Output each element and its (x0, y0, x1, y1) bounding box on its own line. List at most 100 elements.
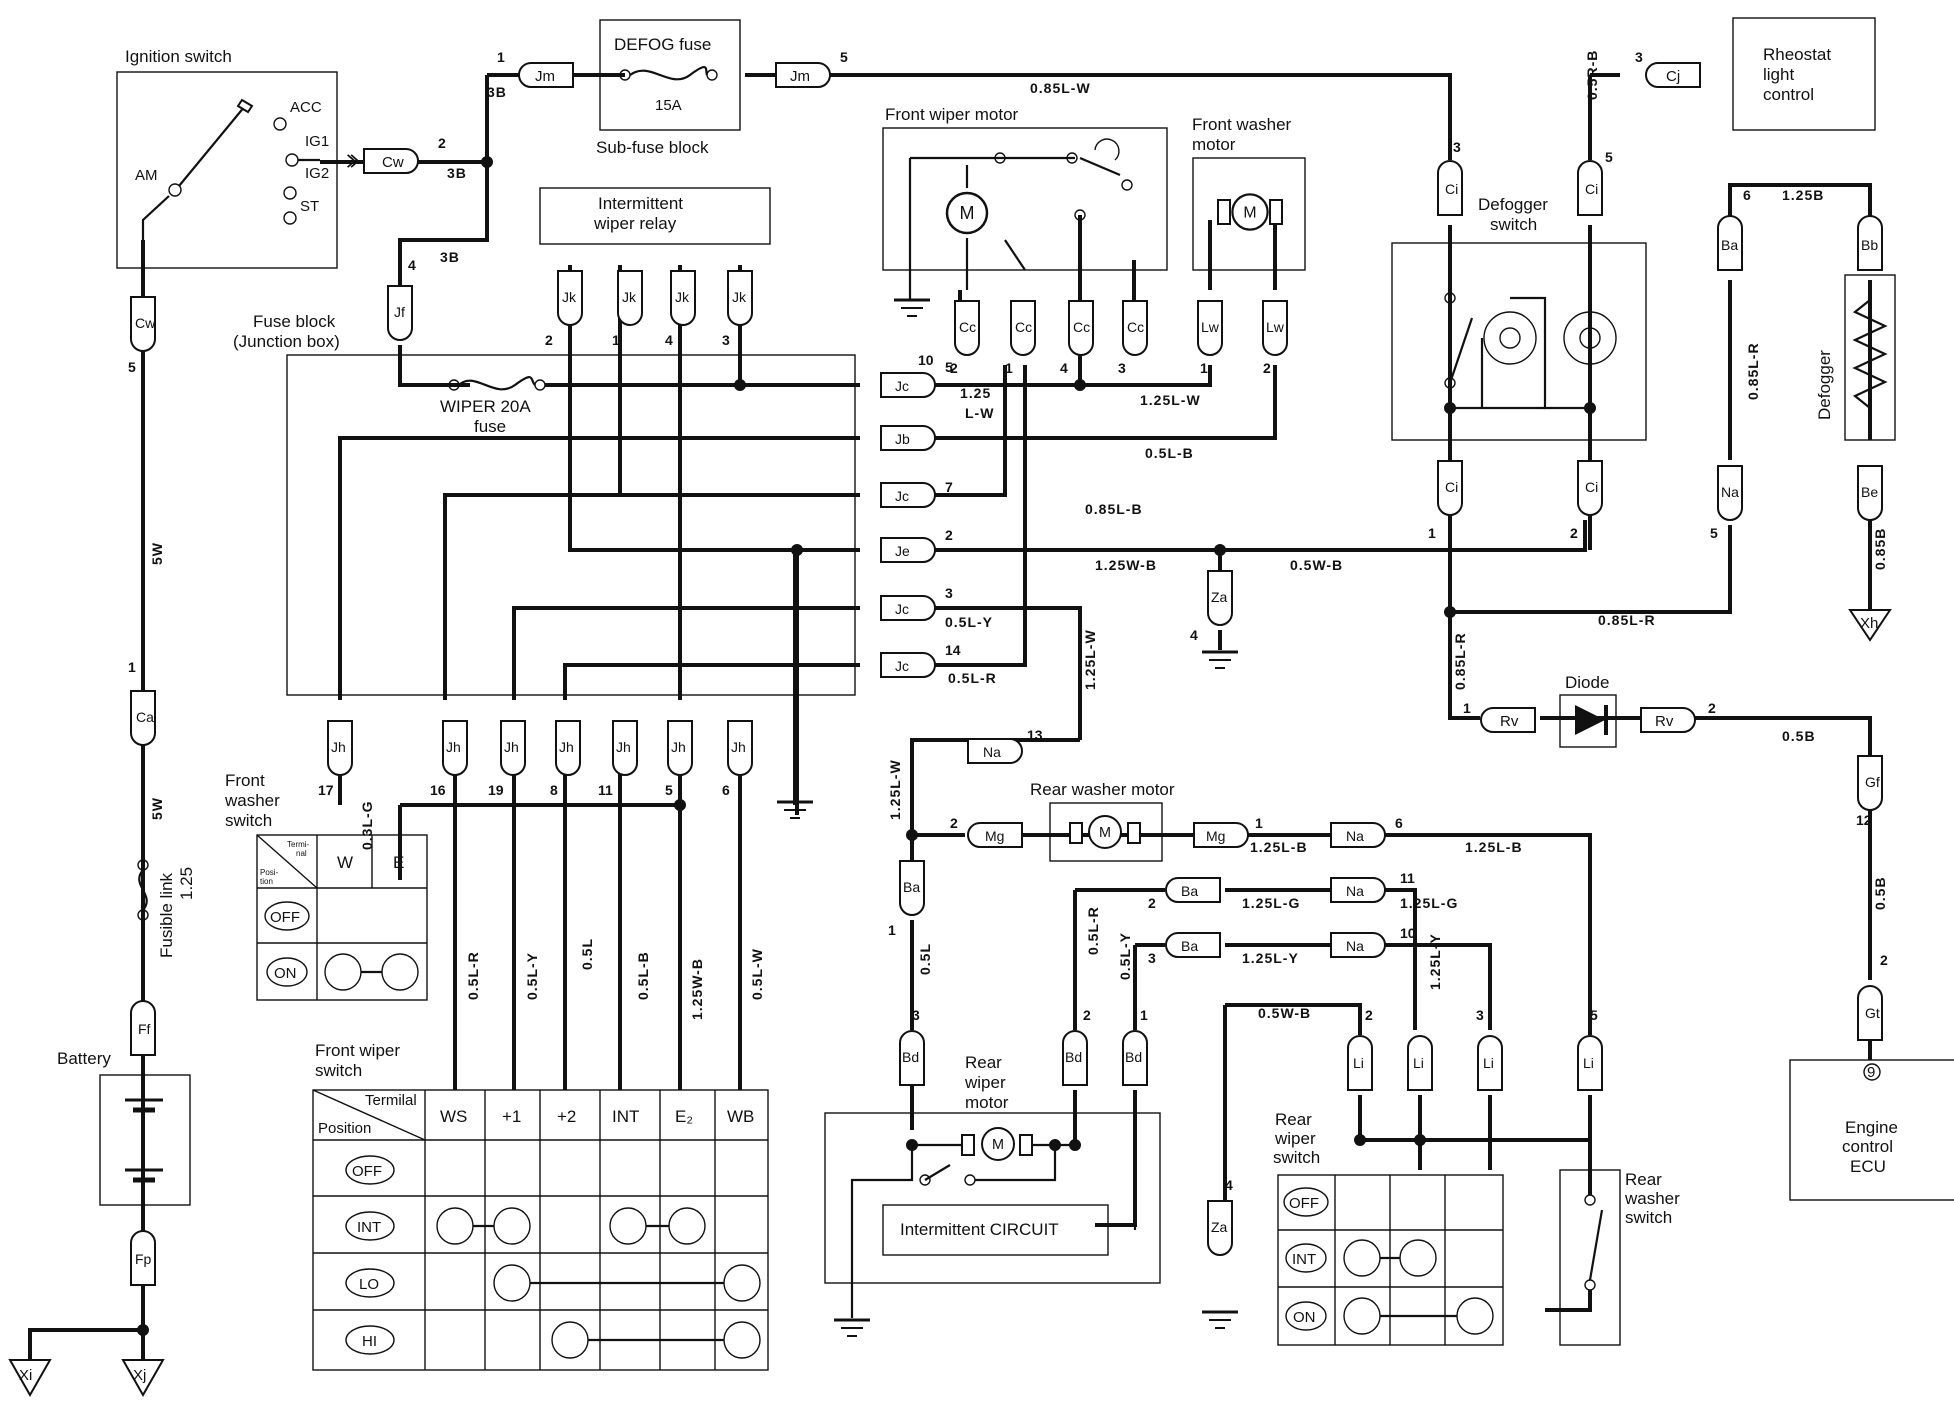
terminal-st: ST (300, 198, 319, 215)
svg-text:Cj: Cj (1666, 68, 1680, 85)
connector-jm-left: Jm (518, 62, 574, 88)
svg-text:Jb: Jb (895, 431, 910, 447)
svg-text:5: 5 (1590, 1007, 1598, 1023)
svg-text:Front: Front (225, 771, 265, 790)
svg-text:3: 3 (912, 1007, 920, 1023)
svg-text:Jk: Jk (675, 289, 690, 305)
svg-text:14: 14 (945, 642, 961, 658)
svg-text:Cw: Cw (382, 154, 404, 171)
svg-text:9: 9 (1867, 1064, 1875, 1081)
svg-text:Bd: Bd (1065, 1049, 1082, 1065)
terminal-acc: ACC (290, 99, 322, 116)
svg-text:1.25L-Y: 1.25L-Y (1242, 950, 1299, 966)
svg-text:Li: Li (1583, 1055, 1594, 1071)
svg-text:control: control (1842, 1137, 1893, 1156)
svg-text:2: 2 (1148, 895, 1156, 911)
svg-text:0.5L-B: 0.5L-B (1145, 445, 1194, 461)
rear-washer-motor: Rear washer motor (1030, 780, 1175, 862)
svg-text:3B: 3B (487, 84, 507, 100)
svg-text:(Junction box): (Junction box) (233, 332, 340, 351)
svg-text:Defogger: Defogger (1478, 195, 1548, 214)
front-washer-motor: Front washer motor (1192, 115, 1306, 271)
svg-text:1.25B: 1.25B (1782, 187, 1824, 203)
svg-text:4: 4 (1225, 1177, 1233, 1193)
ground-xj: Xj (121, 1359, 165, 1398)
svg-text:3: 3 (1635, 49, 1643, 65)
svg-text:5: 5 (1605, 149, 1613, 165)
svg-text:16: 16 (430, 782, 446, 798)
svg-text:Cc: Cc (1073, 319, 1090, 335)
svg-text:Intermittent: Intermittent (598, 194, 683, 213)
svg-text:tion: tion (260, 877, 273, 886)
svg-text:2: 2 (1083, 1007, 1091, 1023)
svg-text:4: 4 (665, 332, 673, 348)
svg-text:0.5L-R: 0.5L-R (1085, 906, 1101, 955)
svg-text:2: 2 (1880, 952, 1888, 968)
svg-text:5: 5 (1710, 525, 1718, 541)
fusible-link: Fusible link 1.25 (137, 859, 196, 958)
svg-text:Jh: Jh (731, 739, 746, 755)
svg-text:Gf: Gf (1865, 774, 1880, 790)
svg-text:0.5L-R: 0.5L-R (948, 670, 997, 686)
svg-text:Jc: Jc (895, 601, 909, 617)
svg-text:Bd: Bd (1125, 1049, 1142, 1065)
connector-cw-ig: Cw (346, 148, 419, 174)
svg-text:0.5B: 0.5B (1782, 728, 1816, 744)
connector-rv-right: Rv (1640, 707, 1696, 733)
svg-text:Termi-: Termi- (287, 840, 310, 849)
svg-text:OFF: OFF (352, 1163, 382, 1180)
junction-dots (137, 156, 1596, 1336)
svg-text:Xj: Xj (133, 1367, 146, 1384)
svg-text:19: 19 (488, 782, 504, 798)
svg-text:0.5L-Y: 0.5L-Y (1117, 932, 1133, 980)
svg-text:Lw: Lw (1266, 319, 1285, 335)
svg-text:Ci: Ci (1445, 479, 1458, 495)
svg-text:4: 4 (1060, 360, 1068, 376)
svg-text:+2: +2 (557, 1107, 576, 1126)
svg-text:1.25L-W: 1.25L-W (1140, 392, 1201, 408)
svg-text:Jh: Jh (616, 739, 631, 755)
washer-col-w: W (337, 853, 353, 872)
svg-text:control: control (1763, 85, 1814, 104)
svg-text:Jf: Jf (394, 304, 405, 320)
svg-text:Position: Position (318, 1120, 371, 1137)
svg-text:nal: nal (296, 849, 307, 858)
svg-text:5W: 5W (149, 797, 165, 820)
svg-text:0.5R-B: 0.5R-B (1584, 50, 1600, 100)
svg-text:0.85L-R: 0.85L-R (1598, 612, 1656, 628)
ground-xi: Xi (8, 1359, 52, 1398)
svg-text:Rear: Rear (965, 1053, 1002, 1072)
svg-text:Ci: Ci (1585, 479, 1598, 495)
svg-text:1.25L-Y: 1.25L-Y (1427, 933, 1443, 990)
svg-text:7: 7 (945, 479, 953, 495)
svg-text:6: 6 (1743, 187, 1751, 203)
svg-text:3: 3 (1453, 139, 1461, 155)
rear-wiper-motor: Rear wiper motor Intermittent CIRCUIT (824, 1053, 1161, 1338)
connectors: Cw Ca Ff Fp Jf Jk Jk Jk Jk Cc Cc Cc Cc L… (130, 160, 1883, 1286)
svg-text:LO: LO (359, 1276, 379, 1293)
svg-text:Rheostat: Rheostat (1763, 45, 1831, 64)
svg-text:fuse: fuse (474, 417, 506, 436)
wire-codes: 5W 5W 1.25 L-W 1.25L-W 0.5L-B 0.85L-B 1.… (149, 385, 1522, 1021)
svg-text:1: 1 (1200, 360, 1208, 376)
svg-text:Rv: Rv (1655, 713, 1674, 730)
svg-text:Defogger: Defogger (1815, 350, 1834, 420)
svg-text:6: 6 (722, 782, 730, 798)
svg-text:Jc: Jc (895, 488, 909, 504)
svg-text:Xi: Xi (19, 1367, 32, 1384)
svg-text:Za: Za (1211, 1219, 1228, 1235)
svg-text:1.25L-G: 1.25L-G (1242, 895, 1300, 911)
junction-connectors: Jc Jb Jc Je Jc Jc Na Mg Mg Na Ba Na Ba N… (880, 372, 1386, 958)
svg-text:Je: Je (895, 543, 910, 559)
svg-text:Ba: Ba (1181, 883, 1198, 899)
svg-text:1: 1 (612, 332, 620, 348)
svg-text:1: 1 (1005, 360, 1013, 376)
svg-text:Fuse block: Fuse block (253, 312, 336, 331)
svg-text:switch: switch (1273, 1148, 1320, 1167)
svg-text:2: 2 (1708, 700, 1716, 716)
svg-text:0.5L-Y: 0.5L-Y (945, 614, 993, 630)
front-wiper-motor: Front wiper motor (882, 105, 1168, 318)
svg-text:Na: Na (1346, 938, 1364, 954)
connector-cj: Cj (1645, 62, 1701, 88)
svg-text:wiper: wiper (1274, 1129, 1316, 1148)
